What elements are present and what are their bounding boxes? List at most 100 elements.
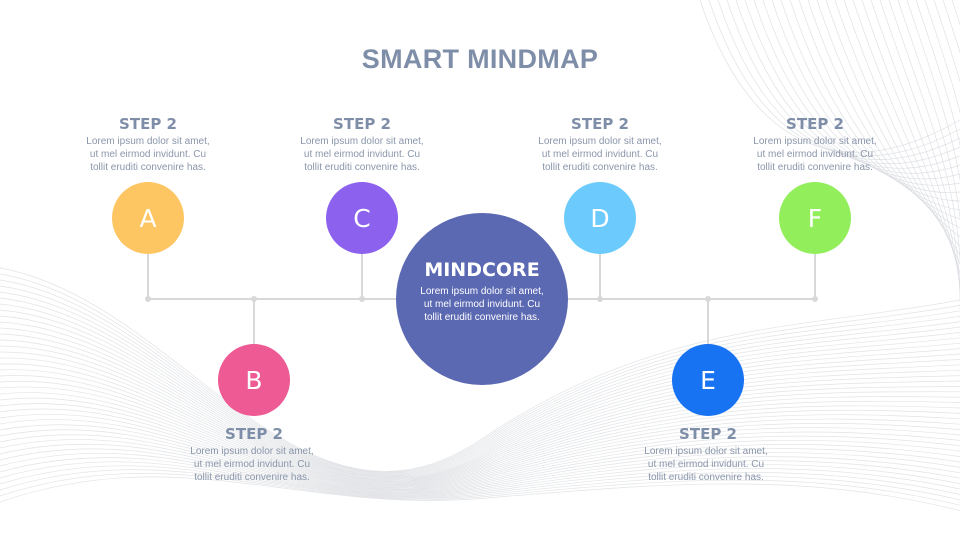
step-heading-e: STEP 2 [679, 425, 737, 443]
step-heading-b: STEP 2 [225, 425, 283, 443]
desc-line: tollit eruditi convenire has. [304, 162, 420, 173]
wave-line [0, 321, 960, 479]
wave-line [870, 0, 960, 292]
wave-line [0, 351, 960, 482]
wave-line [0, 285, 960, 474]
wave-line [753, 0, 960, 180]
step-desc-b: Lorem ipsum dolor sit amet, ut mel eirmo… [172, 445, 332, 484]
step-heading-a: STEP 2 [119, 115, 177, 133]
desc-line: tollit eruditi convenire has. [194, 472, 310, 483]
desc-line: tollit eruditi convenire has. [424, 312, 540, 323]
wave-line [726, 0, 960, 164]
connector-dot [597, 296, 603, 302]
step-desc-c: Lorem ipsum dolor sit amet, ut mel eirmo… [282, 135, 442, 174]
wave-line [744, 0, 960, 174]
wave-line [0, 465, 960, 499]
wave-line [0, 273, 960, 473]
wave-line [0, 309, 960, 477]
wave-line [924, 0, 960, 345]
desc-line: Lorem ipsum dolor sit amet, [300, 136, 424, 147]
wave-line [0, 363, 960, 484]
wave-line [0, 380, 960, 486]
wave-line [0, 469, 960, 501]
step-heading-f: STEP 2 [786, 115, 844, 133]
wave-line [708, 0, 960, 157]
wave-line [0, 291, 960, 475]
wave-line [897, 0, 960, 318]
wave-line [699, 0, 960, 153]
wave-line [780, 0, 960, 202]
connector-dot [359, 296, 365, 302]
wave-line [717, 0, 960, 160]
wave-line [789, 0, 960, 211]
node-a-circle: A [112, 182, 184, 254]
node-letter: E [700, 365, 716, 395]
node-letter: F [807, 203, 823, 233]
step-heading-c: STEP 2 [333, 115, 391, 133]
node-letter: B [245, 365, 263, 395]
step-desc-e: Lorem ipsum dolor sit amet, ut mel eirmo… [626, 445, 786, 484]
slide-title: SMART MINDMAP [361, 44, 599, 74]
wave-line [0, 267, 960, 472]
desc-line: tollit eruditi convenire has. [90, 162, 206, 173]
connector-dot [812, 296, 818, 302]
desc-line: ut mel eirmod invidunt. Cu [303, 149, 421, 160]
desc-line: Lorem ipsum dolor sit amet, [190, 446, 314, 457]
mindcore-circle [396, 213, 568, 385]
wave-line [906, 0, 960, 327]
desc-line: Lorem ipsum dolor sit amet, [86, 136, 210, 147]
wave-line [0, 386, 960, 487]
mindcore-title: MINDCORE [424, 259, 540, 281]
desc-line: ut mel eirmod invidunt. Cu [647, 459, 765, 470]
wave-line [942, 0, 960, 363]
wave-line [0, 408, 960, 489]
wave-line [0, 424, 960, 492]
wave-line [0, 429, 960, 492]
connector-dot [145, 296, 151, 302]
wave-line [0, 434, 960, 493]
wave-line [0, 413, 960, 490]
desc-line: Lorem ipsum dolor sit amet, [644, 446, 768, 457]
node-c-circle: C [326, 182, 398, 254]
mindcore-desc: Lorem ipsum dolor sit amet, ut mel eirmo… [402, 285, 562, 324]
desc-line: ut mel eirmod invidunt. Cu [423, 299, 541, 310]
node-letter: A [139, 203, 157, 233]
desc-line: ut mel eirmod invidunt. Cu [756, 149, 874, 160]
wave-line [0, 327, 960, 479]
wave-line [798, 0, 960, 220]
wave-line [0, 453, 960, 496]
wave-line [825, 0, 960, 247]
wave-line [0, 476, 960, 511]
wave-line [879, 0, 960, 301]
desc-line: Lorem ipsum dolor sit amet, [538, 136, 662, 147]
desc-line: ut mel eirmod invidunt. Cu [89, 149, 207, 160]
wave-line [0, 279, 960, 474]
wave-line [0, 315, 960, 478]
connector-dot [251, 296, 257, 302]
wave-line [0, 392, 960, 487]
wave-line [834, 0, 960, 256]
wave-line [915, 0, 960, 336]
wave-line [735, 0, 960, 169]
wave-line [0, 439, 960, 494]
wave-line [0, 403, 960, 489]
wave-line [852, 0, 960, 274]
wave-line [807, 0, 960, 229]
node-d-circle: D [564, 182, 636, 254]
wave-line [816, 0, 960, 238]
wave-line [0, 357, 960, 483]
node-f-circle: F [779, 182, 851, 254]
wave-line [0, 375, 960, 485]
step-desc-d: Lorem ipsum dolor sit amet, ut mel eirmo… [520, 135, 680, 174]
wave-line [0, 345, 960, 481]
wave-line [0, 448, 960, 495]
desc-line: ut mel eirmod invidunt. Cu [541, 149, 659, 160]
wave-line [0, 457, 960, 497]
desc-line: Lorem ipsum dolor sit amet, [753, 136, 877, 147]
wave-line [0, 333, 960, 480]
wave-line [762, 0, 960, 186]
desc-line: Lorem ipsum dolor sit amet, [420, 286, 544, 297]
step-heading-d: STEP 2 [571, 115, 629, 133]
